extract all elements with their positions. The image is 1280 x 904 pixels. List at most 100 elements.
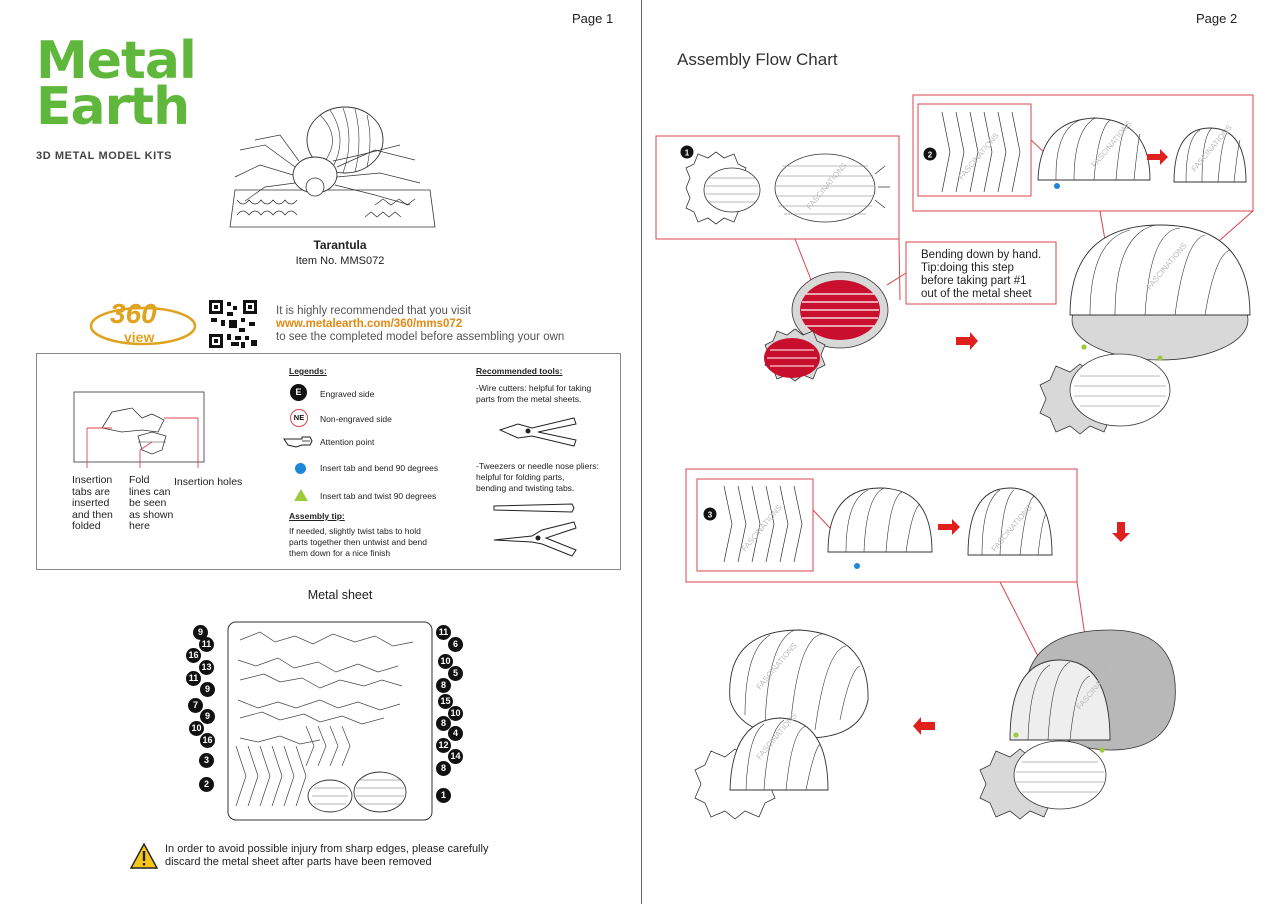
part-number-badge: 11: [436, 625, 451, 640]
part-number-badge: 16: [200, 733, 215, 748]
view-360-badge: 360 view: [88, 298, 198, 350]
part-number-badge: 8: [436, 761, 451, 776]
recommendation-text: It is highly recommended that you visit …: [276, 305, 564, 344]
tip-line: them down for a nice finish: [289, 548, 391, 558]
green-triangle-icon: [294, 489, 308, 501]
label-insertion-holes: Insertion holes: [174, 476, 243, 488]
watermark: FASCINATIONS: [740, 503, 784, 553]
wire-cutters-icon: [498, 417, 577, 447]
legend-panel: [36, 353, 621, 570]
view-360-ring: [89, 306, 197, 346]
brand-tagline: 3D METAL MODEL KITS: [36, 150, 173, 162]
non-engraved-symbol: NE: [290, 409, 308, 427]
brand-line-1: Metal: [36, 31, 197, 91]
metal-sheet-diagram: [227, 621, 433, 821]
flow-chart-title: Assembly Flow Chart: [677, 50, 838, 69]
legends-title: Legends:: [289, 366, 327, 376]
note-line: Tip:doing this step: [921, 262, 1014, 274]
part-number-badge: 14: [448, 749, 463, 764]
attention-label: Attention point: [320, 437, 375, 447]
part-number-badge: 15: [438, 694, 453, 709]
wire-cutters-text: -Wire cutters: helpful for taking parts …: [476, 383, 591, 405]
part-number-badge: 10: [189, 721, 204, 736]
item-number: Item No. MMS072: [295, 255, 385, 267]
warning-icon: [130, 843, 158, 869]
qr-code[interactable]: [209, 300, 257, 348]
tweezers-pliers-icon: [493, 503, 577, 557]
recommendation-line-1: It is highly recommended that you visit: [276, 305, 471, 317]
label-line: here: [129, 520, 151, 532]
part-number-badge: 5: [448, 666, 463, 681]
step-badge-3: 3: [708, 511, 713, 520]
model-360-link[interactable]: www.metalearth.com/360/mms072: [276, 318, 463, 330]
step-badge-1: 1: [685, 149, 690, 158]
page-divider: [641, 0, 642, 904]
metal-sheet-numbers: 9 11 16 13 11 9 7 9 10 16 3 2 11 6 10 5 …: [186, 620, 470, 825]
part-number-badge: 11: [186, 671, 201, 686]
insert-bend-label: Insert tab and bend 90 degrees: [320, 463, 439, 473]
metal-sheet-title: Metal sheet: [307, 588, 373, 602]
label-line: tabs are: [72, 485, 110, 498]
part-number-badge: 8: [436, 678, 451, 693]
note-line: out of the metal sheet: [921, 288, 1032, 300]
label-line: as shown: [129, 508, 174, 521]
note-line: Bending down by hand.: [921, 249, 1042, 261]
step-badge-2: 2: [928, 151, 933, 160]
part-number-badge: 8: [436, 716, 451, 731]
label-insertion-tabs: Insertion tabs are inserted and then fol…: [72, 474, 113, 533]
tools-title: Recommended tools:: [476, 366, 563, 376]
tip-line: If needed, slightly twist tabs to hold: [289, 526, 421, 536]
insertion-diagram: [73, 391, 205, 468]
tool-line: parts from the metal sheets.: [476, 394, 582, 404]
part-number-badge: 10: [448, 706, 463, 721]
recommendation-line-3: to see the completed model before assemb…: [276, 331, 565, 343]
brand-logo: Metal Earth: [36, 31, 197, 137]
page-number-1: Page 1: [572, 11, 614, 26]
assembly-flow-diagram: 1 2 3: [655, 94, 1254, 820]
insert-twist-label: Insert tab and twist 90 degrees: [320, 491, 437, 501]
assembly-tip-title: Assembly tip:: [289, 511, 345, 521]
non-engraved-label: Non-engraved side: [320, 414, 392, 424]
part-number-badge: 7: [188, 698, 203, 713]
model-name: Tarantula: [313, 238, 367, 252]
blue-dot-icon: [295, 463, 306, 474]
label-fold-lines: Fold lines can be seen as shown here: [129, 474, 174, 533]
part-number-badge: 9: [193, 625, 208, 640]
part-number-badge: 3: [199, 753, 214, 768]
tool-line: -Wire cutters: helpful for taking: [476, 383, 592, 393]
brand-line-2: Earth: [36, 77, 190, 137]
part-number-badge: 6: [448, 637, 463, 652]
warning-line: discard the metal sheet after parts have…: [165, 856, 432, 868]
part-number-badge: 13: [199, 660, 214, 675]
note-line: before taking part #1: [921, 275, 1027, 287]
warning-line: In order to avoid possible injury from s…: [165, 843, 489, 855]
warning-text: In order to avoid possible injury from s…: [165, 843, 488, 869]
part-number-badge: 4: [448, 726, 463, 741]
tool-line: helpful for folding parts,: [476, 472, 565, 482]
label-line: folded: [72, 520, 101, 532]
part-number-badge: 1: [436, 788, 451, 803]
assembly-tip-text: If needed, slightly twist tabs to hold p…: [289, 526, 427, 559]
label-line: Insertion: [72, 474, 113, 486]
part-number-badge: 12: [436, 738, 451, 753]
page-number-2: Page 2: [1196, 11, 1238, 26]
bending-tip-note: Bending down by hand. Tip:doing this ste…: [921, 249, 1041, 301]
tweezers-text: -Tweezers or needle nose pliers: helpful…: [476, 461, 599, 494]
part-number-badge: 11: [199, 637, 214, 652]
tool-line: -Tweezers or needle nose pliers:: [476, 461, 599, 471]
part-number-badge: 9: [200, 709, 215, 724]
label-line: be seen: [129, 497, 167, 509]
part-number-badge: 10: [438, 654, 453, 669]
engraved-symbol: E: [290, 384, 307, 401]
label-line: Fold: [129, 474, 150, 486]
part-number-badge: 2: [199, 777, 214, 792]
part-number-badge: 16: [186, 648, 201, 663]
model-illustration: [229, 106, 436, 228]
tip-line: parts together then untwist and bend: [289, 537, 427, 547]
engraved-label: Engraved side: [320, 389, 375, 399]
label-line: and then: [72, 508, 113, 521]
tool-line: bending and twisting tabs.: [476, 483, 575, 493]
view-360-label: view: [124, 329, 155, 345]
label-line: lines can: [129, 485, 171, 498]
pointing-hand-icon: [283, 436, 313, 448]
